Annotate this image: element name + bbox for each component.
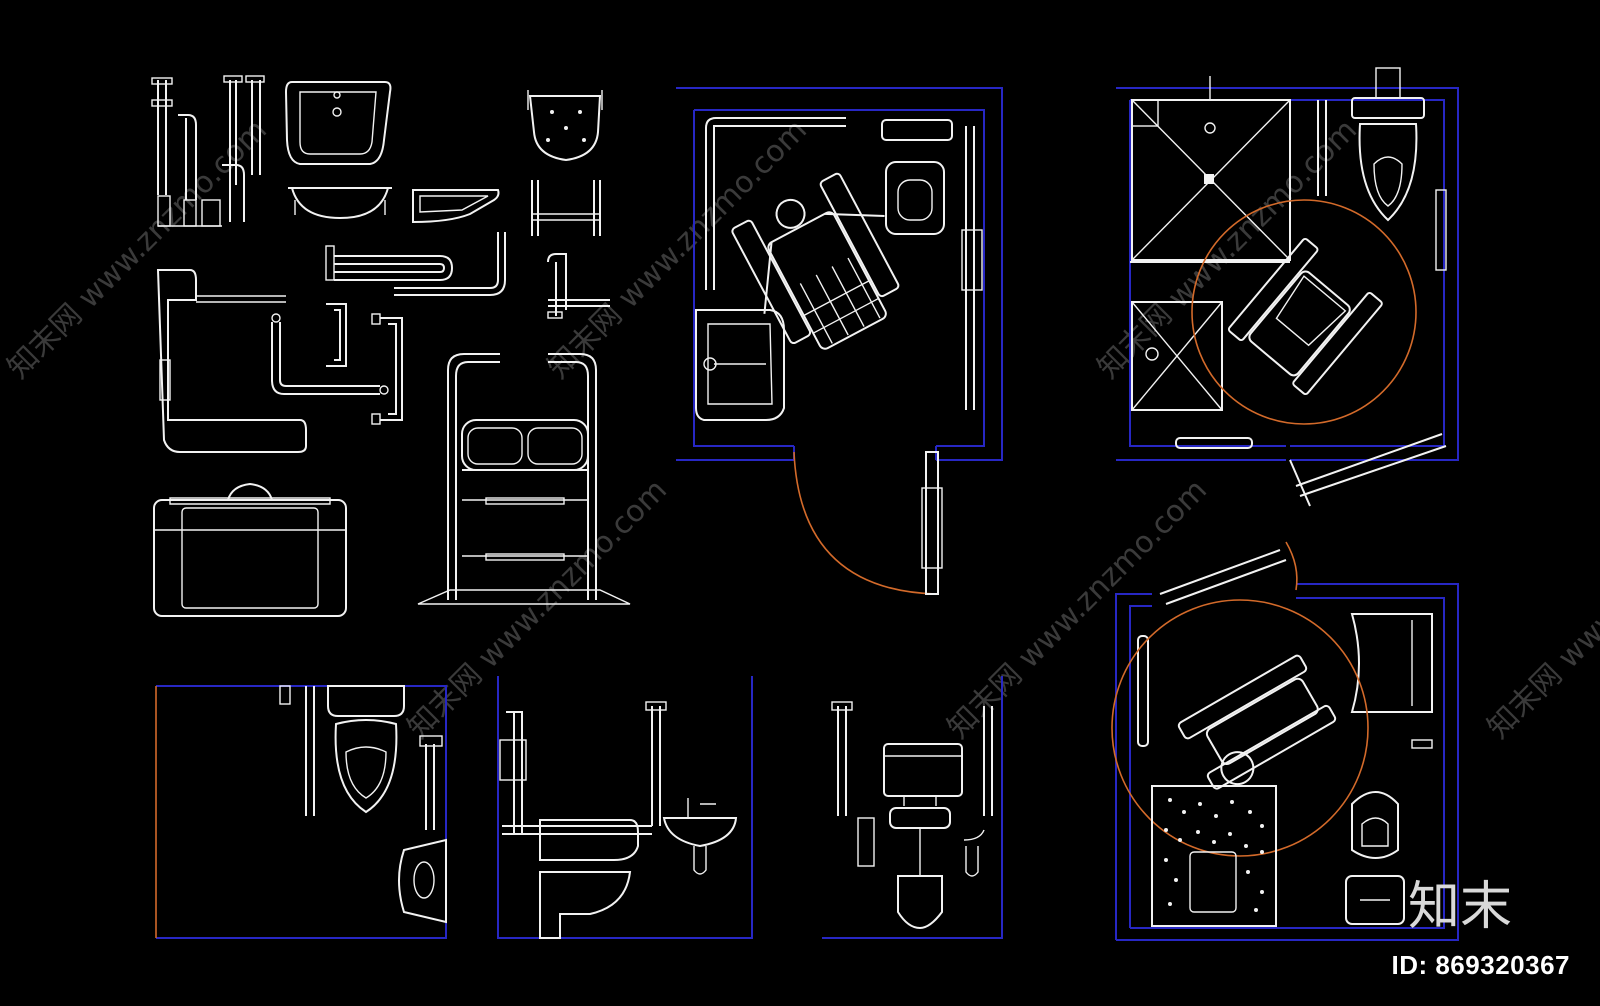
washbasin-plan-icon [284,81,392,165]
corner-basin-icon [412,189,500,224]
svg-text:知末网 www.znzmo.com: 知末网 www.znzmo.com [1481,473,1600,746]
shower-seat-side-icon [156,269,307,453]
svg-text:知末网 www.znzmo.com: 知末网 www.znzmo.com [401,473,674,746]
folding-seat-side-icon [531,180,601,236]
horizontal-grab-bar-icon [325,232,506,296]
svg-text:知末网 www.znzmo.com: 知末网 www.znzmo.com [941,473,1214,746]
plan-toilet-bath [676,87,1003,595]
wheelchair-user-icon [1177,654,1337,790]
id-label: ID: 869320367 [1391,950,1570,980]
u-grab-bar-icon [326,303,403,425]
l-grab-bar-icon [271,313,389,395]
plan-small-toilet [1111,541,1459,941]
section-toilet [155,685,447,939]
section-wc-lavatory [497,676,753,939]
wheelchair-user-icon [731,172,900,350]
watermark-text: 知末网 www.znzmo.com 知末网 www.znzmo.com 知末网 … [1,113,1600,746]
brand-logo: 知末 [1408,877,1512,934]
svg-text:知末网 www.znzmo.com: 知末网 www.znzmo.com [541,113,814,386]
swing-grab-bar-icon [547,253,610,319]
shower-tile-dots [1164,798,1264,912]
fixtures-library [151,75,631,617]
folding-seat-icon [527,90,603,162]
bathtub-plan-icon [153,482,347,617]
svg-text:知末网 www.znzmo.com: 知末网 www.znzmo.com [1,113,274,386]
wheelchair-icon [1227,237,1383,396]
svg-text:知末: 知末 [1408,877,1512,934]
hinged-grab-bar-icon [222,75,265,222]
vertical-grab-bar-icon [151,77,222,227]
section-urinal [822,676,1003,939]
shower-chair-elevation-icon [417,353,631,605]
washbasin-elevation-icon [288,187,392,220]
plan-toilet-shower [1116,67,1459,507]
